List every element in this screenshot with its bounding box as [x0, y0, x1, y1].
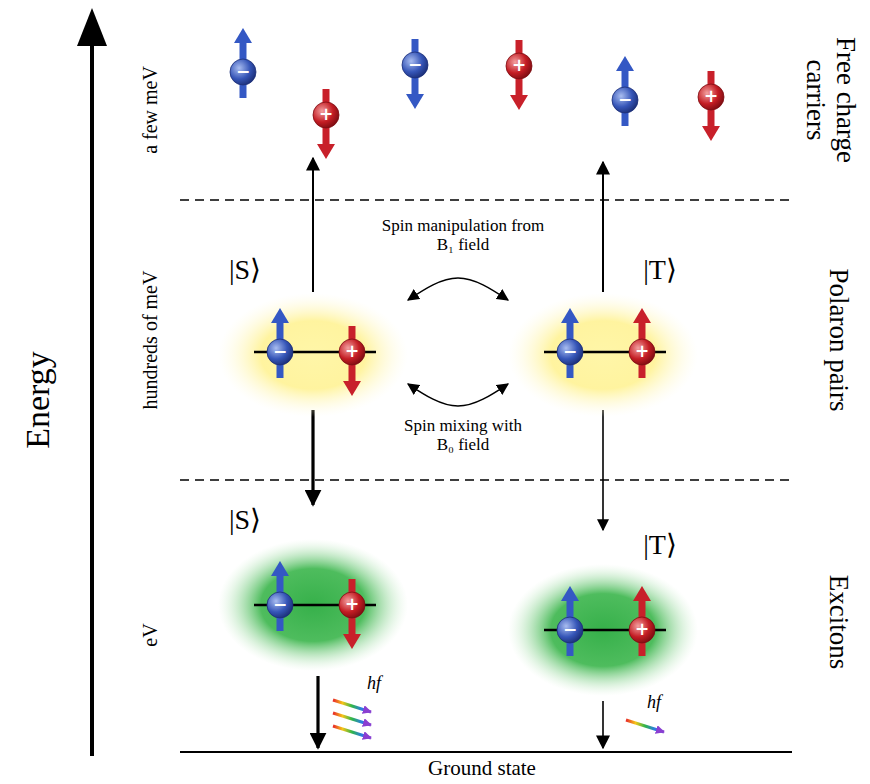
charge-sign: +: [635, 343, 649, 360]
axis-title: Energy: [19, 351, 56, 449]
charge-sign: +: [635, 621, 649, 638]
spin-conversion-arrow: [408, 384, 508, 406]
electron-sphere: [612, 87, 638, 113]
charge-sign: −: [236, 63, 250, 80]
spin-arrowhead: [271, 308, 289, 323]
spin-arrowhead: [234, 28, 252, 43]
dissociation-arrow: [312, 158, 314, 292]
polaron-pair: |S⟩ − +: [218, 255, 408, 410]
spin-arrowhead: [616, 56, 634, 71]
photon-arrow: [333, 700, 371, 712]
hole-sphere: [339, 339, 365, 365]
free-carriers: [230, 28, 724, 159]
energy-scale: hundreds of meV: [139, 271, 161, 410]
charge-sign: −: [563, 621, 577, 638]
transition-arrow: [311, 410, 314, 505]
electron-sphere: [402, 52, 428, 78]
charge-sign: −: [408, 56, 422, 73]
spin-arrowhead: [406, 94, 424, 109]
region-title: Free charge carriers: [800, 16, 859, 184]
spin-state-label: |S⟩: [229, 255, 261, 286]
exciton: |T⟩ − +: [508, 530, 698, 700]
region-title: Polaron pairs: [823, 268, 853, 411]
energy-scale: a few meV: [139, 66, 161, 154]
charge-sign: +: [345, 343, 359, 360]
photon-arrow: [333, 713, 371, 725]
state-glow: [508, 293, 698, 417]
emission-arrow: [316, 676, 319, 748]
charge-sign: −: [618, 91, 632, 108]
transition-arrow: [602, 410, 604, 530]
edge-label: Spin mixing with B₀ field: [396, 417, 531, 454]
hole-sphere: [698, 84, 724, 110]
axis-arrowhead: [77, 8, 107, 46]
spin-arrowhead: [317, 144, 335, 159]
hole-sphere: [629, 339, 655, 365]
spin-arrowhead: [510, 95, 528, 110]
spin-arrowhead: [343, 634, 361, 649]
level-separator: [180, 479, 792, 481]
energy-scale: eV: [139, 623, 161, 646]
charge-sign: −: [563, 343, 577, 360]
state-glow: [508, 564, 698, 696]
electron-sphere: [267, 592, 293, 618]
hole-sphere: [313, 102, 339, 128]
charge-sign: −: [273, 343, 287, 360]
level-separator: [180, 199, 792, 201]
spin-arrowhead: [561, 308, 579, 323]
ground-state-line: [180, 751, 792, 753]
spin-state-label: |T⟩: [643, 255, 677, 286]
spin-state-label: |T⟩: [643, 530, 677, 561]
charge-sign: −: [273, 596, 287, 613]
spin-arrowhead: [343, 381, 361, 396]
photon-arrow: [333, 726, 371, 738]
edge-label: Spin manipulation from B₁ field: [376, 217, 551, 254]
spin-arrowhead: [271, 561, 289, 576]
energy-axis: [90, 44, 94, 756]
photon-arrow: [626, 720, 664, 732]
hole-sphere: [629, 617, 655, 643]
spin-conversion-arrow: [408, 278, 508, 300]
polaron-pair: |T⟩ − +: [508, 255, 698, 410]
spin-state-label: |S⟩: [229, 505, 261, 536]
photon-label: hf: [367, 674, 381, 694]
ground-state-label: Ground state: [428, 757, 536, 780]
spin-arrowhead: [633, 308, 651, 323]
electron-sphere: [557, 339, 583, 365]
electron-sphere: [267, 339, 293, 365]
electron-sphere: [230, 59, 256, 85]
hole-sphere: [339, 592, 365, 618]
charge-sign: +: [319, 106, 333, 123]
exciton: |S⟩ − +: [218, 505, 408, 675]
emission-arrow: [602, 701, 604, 748]
spin-arrowhead: [633, 586, 651, 601]
spin-arrowhead: [561, 586, 579, 601]
charge-sign: +: [704, 88, 718, 105]
charge-sign: +: [345, 596, 359, 613]
spin-arrowhead: [702, 126, 720, 141]
electron-sphere: [557, 617, 583, 643]
state-glow: [218, 539, 408, 671]
charge-sign: +: [512, 57, 526, 74]
dissociation-arrow: [602, 162, 604, 292]
photon-label: hf: [647, 693, 661, 713]
hole-sphere: [506, 53, 532, 79]
region-title: Excitons: [823, 575, 853, 670]
state-glow: [218, 293, 408, 417]
